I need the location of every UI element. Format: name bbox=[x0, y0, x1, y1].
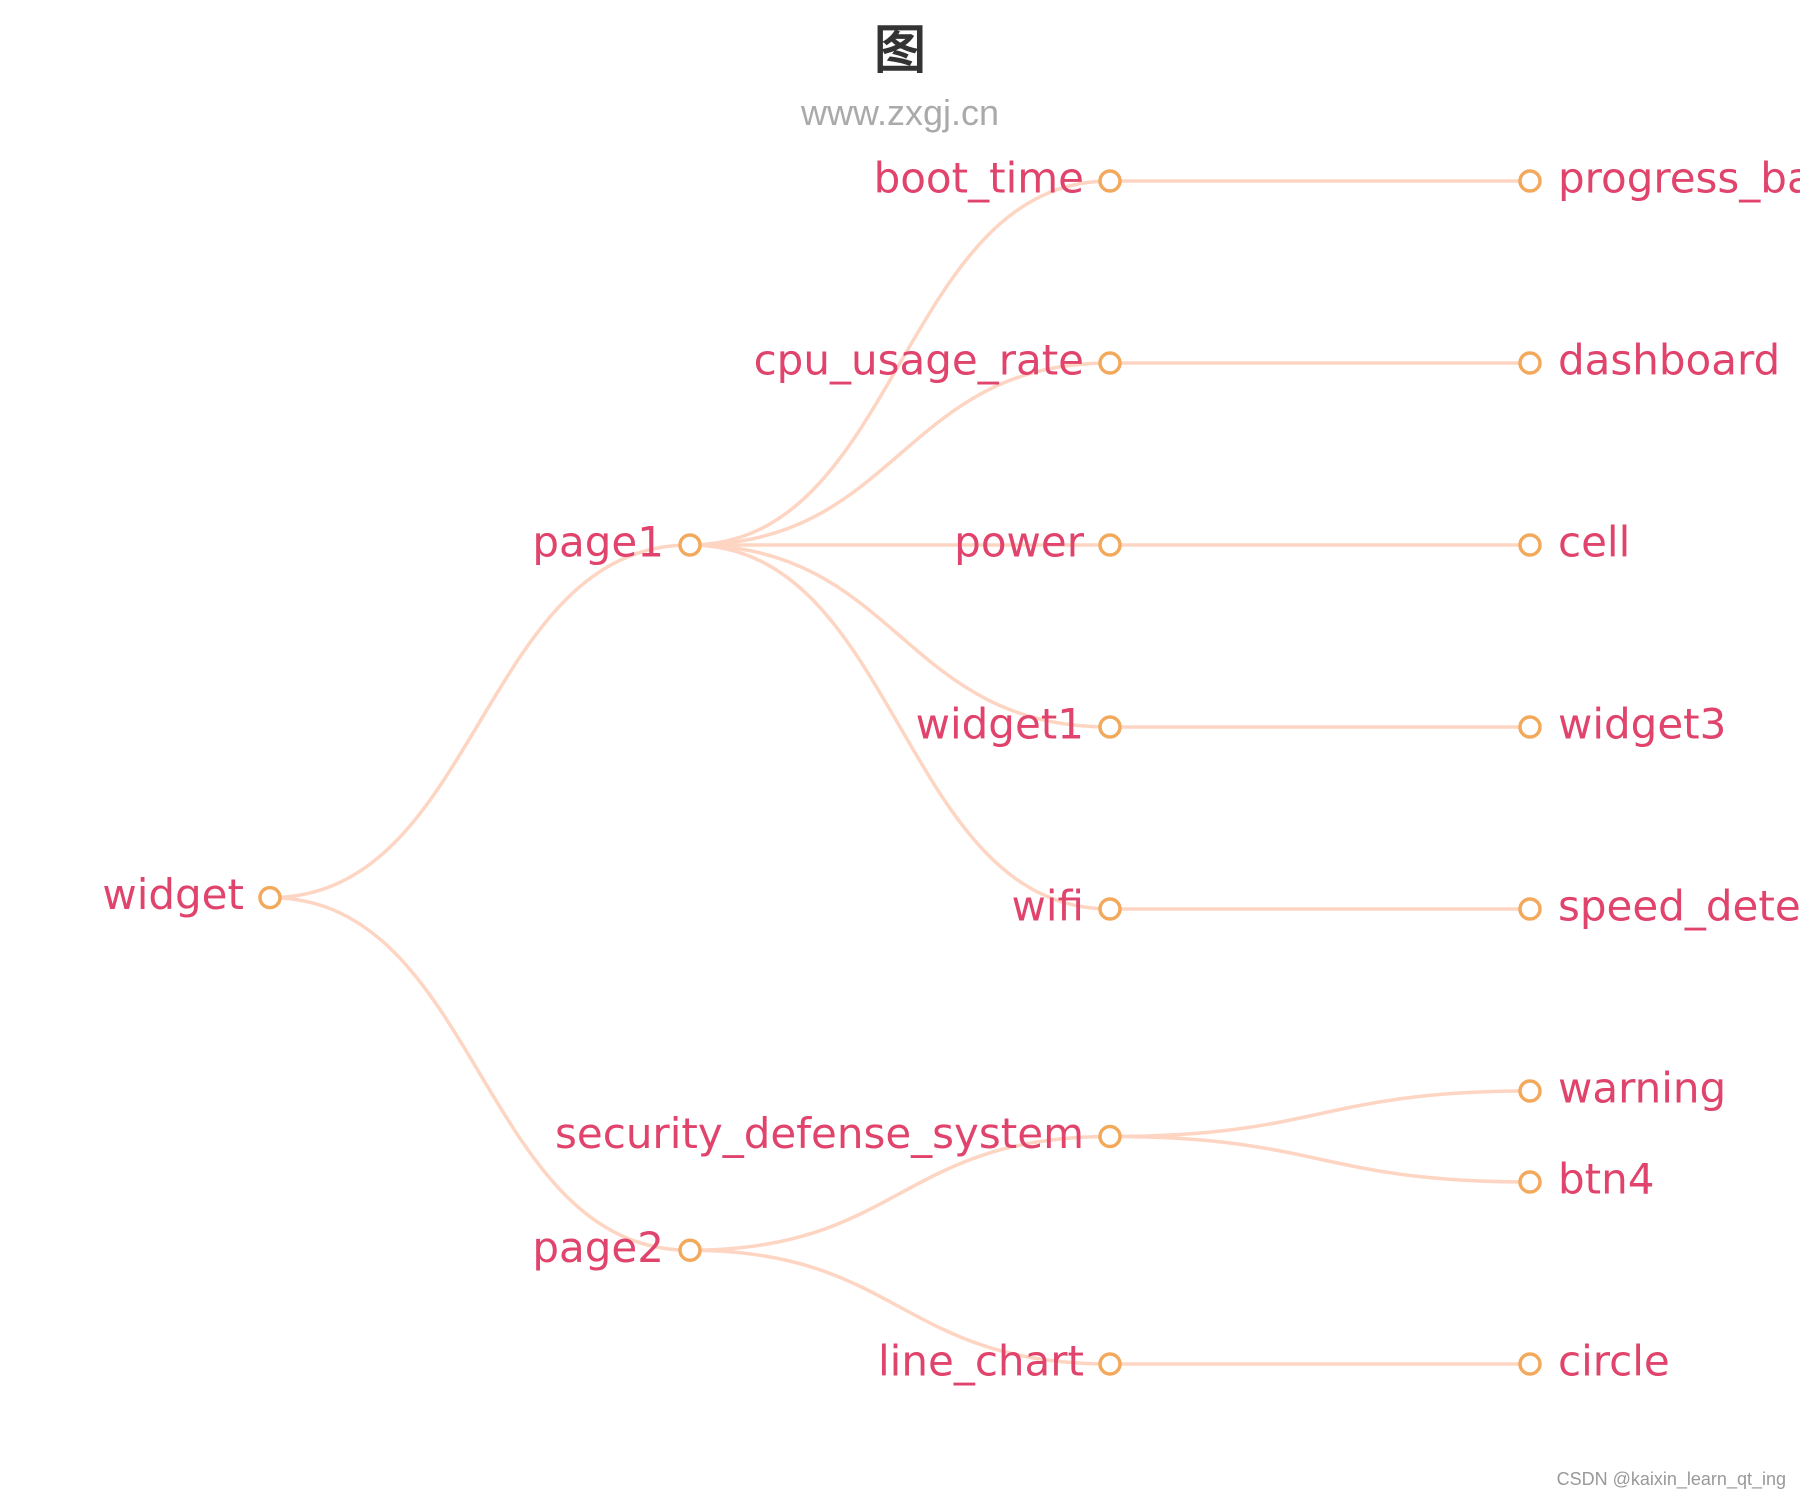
watermark: CSDN @kaixin_learn_qt_ing bbox=[1556, 1469, 1786, 1489]
tree-node-widget3[interactable]: widget3 bbox=[1518, 700, 1726, 749]
node-marker[interactable] bbox=[1518, 1079, 1542, 1103]
tree-node-cell[interactable]: cell bbox=[1518, 518, 1630, 567]
tree-node-cpu-usage-rate[interactable]: cpu_usage_rate bbox=[754, 336, 1122, 385]
edge-page1-to-wifi bbox=[689, 543, 1111, 911]
node-marker[interactable] bbox=[1518, 897, 1542, 921]
node-marker[interactable] bbox=[1098, 715, 1122, 739]
tree-node-dashboard[interactable]: dashboard bbox=[1518, 336, 1780, 385]
tree-node-progress-bar[interactable]: progress_bar bbox=[1518, 154, 1800, 203]
node-label: boot_time bbox=[874, 154, 1084, 203]
node-marker[interactable] bbox=[1518, 351, 1542, 375]
node-label: power bbox=[954, 518, 1085, 567]
node-label: btn4 bbox=[1558, 1155, 1654, 1204]
tree-node-circle[interactable]: circle bbox=[1518, 1337, 1670, 1386]
node-marker[interactable] bbox=[1098, 897, 1122, 921]
node-marker[interactable] bbox=[1518, 1352, 1542, 1376]
edge-security-defense-system-to-warning bbox=[1109, 1089, 1531, 1139]
node-label: dashboard bbox=[1558, 336, 1780, 385]
edge-page2-to-line-chart bbox=[689, 1248, 1111, 1366]
edge-page1-to-cpu-usage-rate bbox=[689, 361, 1111, 547]
node-label: speed_detection bbox=[1558, 882, 1800, 931]
tree-node-page1[interactable]: page1 bbox=[532, 518, 702, 567]
tree-node-wifi[interactable]: wifi bbox=[1012, 882, 1122, 931]
node-marker[interactable] bbox=[1098, 1124, 1122, 1149]
edge-widget-to-page2 bbox=[269, 895, 691, 1252]
node-label: cpu_usage_rate bbox=[754, 336, 1084, 385]
node-marker[interactable] bbox=[1518, 715, 1542, 739]
edge-page2-to-security-defense-system bbox=[689, 1134, 1111, 1252]
node-marker[interactable] bbox=[1098, 169, 1122, 193]
node-label: widget bbox=[102, 870, 244, 919]
node-marker[interactable] bbox=[678, 1238, 702, 1262]
node-label: circle bbox=[1558, 1337, 1670, 1386]
node-label: cell bbox=[1558, 518, 1630, 567]
tree-node-widget[interactable]: widget bbox=[102, 870, 282, 919]
edge-security-defense-system-to-btn4 bbox=[1109, 1134, 1531, 1184]
node-marker[interactable] bbox=[678, 533, 702, 557]
tree-node-power[interactable]: power bbox=[954, 518, 1122, 567]
node-marker[interactable] bbox=[1098, 351, 1122, 375]
edge-widget-to-page1 bbox=[269, 543, 691, 900]
node-marker[interactable] bbox=[1098, 1352, 1122, 1376]
tree-node-page2[interactable]: page2 bbox=[532, 1223, 702, 1272]
node-label: security_defense_system bbox=[555, 1109, 1084, 1158]
tree-node-line-chart[interactable]: line_chart bbox=[878, 1337, 1122, 1386]
node-label: warning bbox=[1558, 1064, 1726, 1113]
node-marker[interactable] bbox=[1098, 533, 1122, 557]
node-marker[interactable] bbox=[1518, 169, 1542, 193]
node-label: widget1 bbox=[916, 700, 1084, 749]
node-label: line_chart bbox=[878, 1337, 1084, 1386]
diagram-subtitle: www.zxgj.cn bbox=[800, 92, 1000, 133]
node-label: widget3 bbox=[1558, 700, 1726, 749]
node-label: wifi bbox=[1012, 882, 1084, 931]
tree-node-btn4[interactable]: btn4 bbox=[1518, 1155, 1654, 1204]
tree-node-boot-time[interactable]: boot_time bbox=[874, 154, 1122, 203]
node-label: page1 bbox=[532, 518, 664, 567]
diagram-title: 图 bbox=[873, 21, 926, 81]
node-marker[interactable] bbox=[1518, 533, 1542, 557]
node-label: progress_bar bbox=[1558, 154, 1800, 203]
node-label: page2 bbox=[532, 1223, 664, 1272]
tree-node-security-defense-system[interactable]: security_defense_system bbox=[555, 1109, 1122, 1158]
edge-page1-to-widget1 bbox=[689, 543, 1111, 729]
tree-node-warning[interactable]: warning bbox=[1518, 1064, 1726, 1113]
node-marker[interactable] bbox=[1518, 1170, 1542, 1194]
edge-page1-to-boot-time bbox=[689, 179, 1111, 547]
tree-edges bbox=[269, 179, 1531, 1366]
tree-node-widget1[interactable]: widget1 bbox=[916, 700, 1122, 749]
node-marker[interactable] bbox=[258, 885, 282, 910]
tree-node-speed-detection[interactable]: speed_detection bbox=[1518, 882, 1800, 931]
tree-nodes: widget page1 boot_time progress_bar cpu_usag… bbox=[102, 154, 1800, 1386]
